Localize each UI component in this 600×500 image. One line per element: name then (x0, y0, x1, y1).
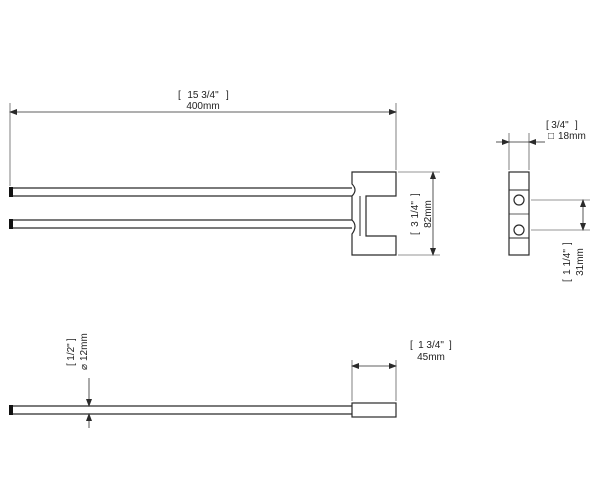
side-view: [ 3/4" ] □ 18mm [ 1 1/4" ] 31mm (496, 120, 590, 282)
rod-diameter-imperial: 1/2" (66, 343, 77, 361)
dimension-end-cap-length: [ 1 3/4" ] 45mm (351, 340, 452, 401)
bracket-end-block (351, 402, 397, 418)
svg-text:[: [ (410, 232, 421, 235)
two-bar-height-imperial: 3 1/4" (410, 201, 421, 227)
bar-front (9, 402, 397, 418)
bar-end-cap (9, 405, 13, 415)
bracket-offset-metric: 31mm (575, 248, 586, 276)
overall-length-imperial: 15 3/4" (187, 90, 219, 101)
end-cap-length-metric: 45mm (417, 352, 445, 363)
bar-end-cap (9, 187, 13, 197)
bracket-width-imperial: 3/4" (551, 120, 569, 131)
end-cap-length-imperial: 1 3/4" (418, 340, 444, 351)
overall-length-metric: 400mm (186, 101, 219, 112)
svg-text:[: [ (66, 363, 77, 366)
rod-diameter-metric: 12mm (79, 333, 90, 361)
svg-text:]: ] (66, 338, 77, 341)
svg-text:]: ] (562, 242, 573, 245)
dimension-bracket-width: [ 3/4" ] □ 18mm (496, 120, 586, 170)
svg-text:[: [ (546, 120, 549, 131)
svg-text:[: [ (178, 90, 181, 101)
bracket-width-metric: 18mm (558, 131, 586, 142)
bracket-end-view (508, 171, 530, 256)
wall-bracket (351, 171, 397, 256)
two-bar-height-metric: 82mm (423, 200, 434, 228)
dimension-bracket-offset: [ 1 1/4" ] 31mm (531, 199, 590, 282)
top-view: [ 15 3/4" ] 400mm [ 3 1/4" ] 82mm (9, 90, 440, 256)
svg-text:]: ] (226, 90, 229, 101)
diameter-symbol: ⌀ (79, 364, 90, 370)
dimension-two-bar-height: [ 3 1/4" ] 82mm (398, 171, 440, 256)
svg-text:[: [ (410, 340, 413, 351)
bar-upper (9, 187, 352, 197)
front-view: [ 1/2" ] ⌀ 12mm [ 1 3/4" ] 45mm (9, 333, 452, 428)
svg-text:]: ] (575, 120, 578, 131)
dimension-rod-diameter: [ 1/2" ] ⌀ 12mm (66, 333, 92, 428)
bar-lower (9, 219, 352, 229)
bar-end-cap (9, 219, 13, 229)
svg-text:]: ] (410, 193, 421, 196)
svg-text:]: ] (449, 340, 452, 351)
svg-text:[: [ (562, 279, 573, 282)
bracket-offset-imperial: 1 1/4" (562, 249, 573, 275)
square-symbol: □ (548, 131, 554, 142)
dimension-overall-length: [ 15 3/4" ] 400mm (9, 90, 397, 186)
